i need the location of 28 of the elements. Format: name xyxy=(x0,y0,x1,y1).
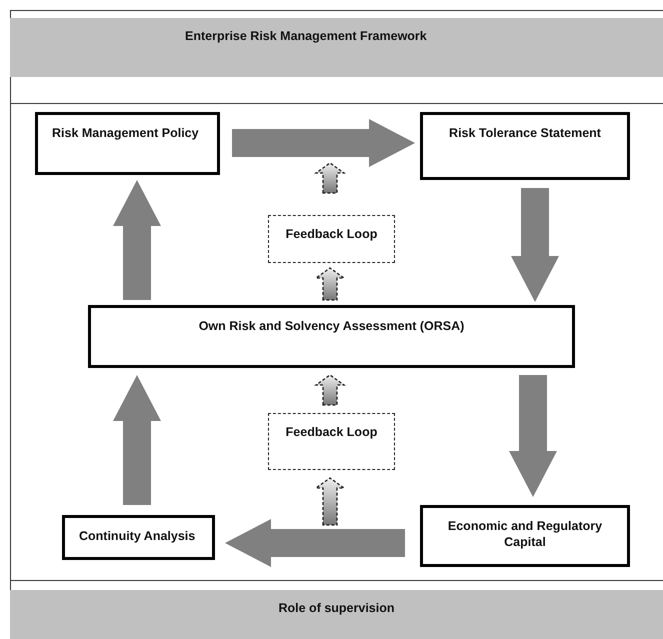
process-box xyxy=(62,515,215,560)
box-label: Risk Management Policy xyxy=(52,125,199,142)
block-arrow xyxy=(232,119,415,167)
block-arrow xyxy=(113,180,161,300)
header-band xyxy=(10,590,663,639)
block-arrow xyxy=(113,375,161,505)
process-box xyxy=(35,112,220,175)
process-box xyxy=(420,112,630,180)
box-label: Feedback Loop xyxy=(286,226,378,242)
box-label: Feedback Loop xyxy=(286,424,378,440)
dashed-block-arrow xyxy=(314,477,346,526)
box-label: Continuity Analysis xyxy=(79,528,196,544)
dashed-block-arrow xyxy=(314,374,346,406)
box-label: Risk Tolerance Statement xyxy=(449,125,601,142)
box-label: Enterprise Risk Management Framework xyxy=(185,28,427,44)
header-band xyxy=(10,18,663,77)
block-arrow xyxy=(509,375,557,497)
dashed-box xyxy=(268,215,395,263)
process-box xyxy=(420,505,630,567)
process-box xyxy=(88,305,575,368)
block-arrow xyxy=(225,519,405,567)
dashed-block-arrow xyxy=(314,267,346,301)
dashed-box xyxy=(268,413,395,470)
dashed-block-arrow xyxy=(314,162,346,194)
box-label: Economic and Regulatory Capital xyxy=(446,518,604,550)
block-arrow xyxy=(511,188,559,302)
box-label: Role of supervision xyxy=(278,600,394,616)
box-label: Own Risk and Solvency Assessment (ORSA) xyxy=(198,318,464,334)
